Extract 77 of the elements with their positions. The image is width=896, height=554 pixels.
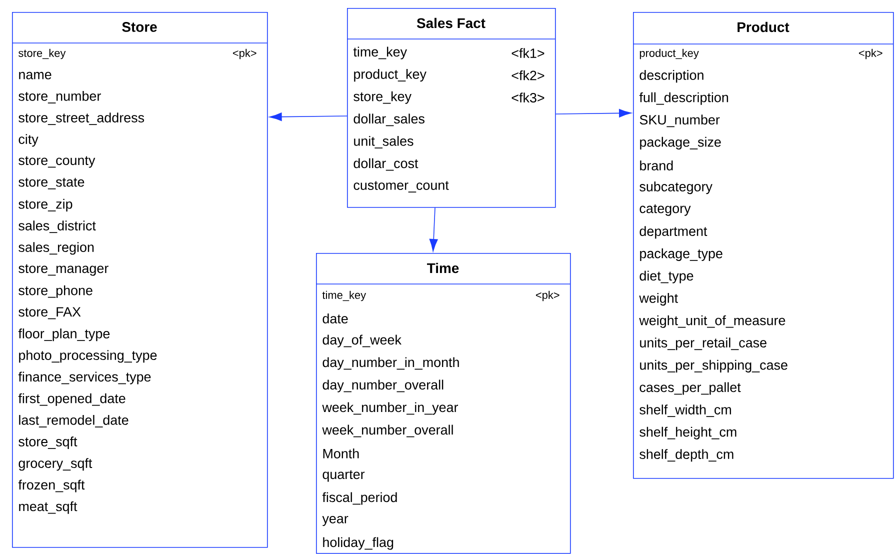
arrow bbox=[269, 112, 348, 122]
table-title: Store bbox=[122, 22, 157, 32]
key-marker: <pk> bbox=[858, 48, 882, 60]
attribute-name: finance_services_type bbox=[18, 372, 151, 384]
attribute-name: store_zip bbox=[18, 198, 72, 212]
entity-table bbox=[12, 12, 268, 548]
attribute-name: store_phone bbox=[18, 285, 92, 298]
attribute-name: time_key bbox=[353, 46, 407, 60]
attribute-name: store_FAX bbox=[18, 307, 81, 320]
attribute-name: first_opened_date bbox=[18, 393, 126, 406]
arrow bbox=[555, 108, 632, 118]
entity-table bbox=[346, 8, 556, 208]
attribute-name: store_number bbox=[18, 90, 101, 104]
table-title: Sales Fact bbox=[416, 18, 486, 28]
attribute-name: store_key bbox=[354, 91, 412, 104]
attribute-name: department bbox=[640, 226, 708, 239]
attribute-name: city bbox=[18, 134, 38, 147]
attribute-name: store_manager bbox=[18, 264, 108, 276]
attribute-name: date bbox=[322, 314, 348, 324]
attribute-name: category bbox=[640, 204, 691, 216]
table-title: Time bbox=[427, 262, 459, 274]
attribute-name: time_key bbox=[322, 290, 366, 302]
attribute-name: week_number_in_year bbox=[322, 402, 458, 415]
attribute-name: week_number_overall bbox=[322, 424, 453, 438]
attribute-name: description bbox=[640, 70, 704, 83]
attribute-name: product_key bbox=[354, 69, 426, 82]
attribute-name: last_remodel_date bbox=[19, 414, 128, 428]
attribute-name: fiscal_period bbox=[322, 492, 397, 505]
attribute-name: year bbox=[322, 516, 348, 526]
attribute-name: sales_region bbox=[18, 242, 94, 255]
attribute-name: day_number_in_month bbox=[322, 357, 459, 370]
entity-table bbox=[632, 12, 894, 479]
attribute-name: product_key bbox=[640, 48, 699, 60]
attribute-name: shelf_depth_cm bbox=[640, 449, 734, 462]
attribute-name: cases_per_pallet bbox=[640, 382, 741, 395]
attribute-name: weight_unit_of_measure bbox=[639, 315, 786, 328]
attribute-name: floor_plan_type bbox=[18, 328, 110, 342]
attribute-name: meat_sqft bbox=[19, 501, 78, 514]
key-marker: <fk2> bbox=[512, 70, 544, 80]
key-marker: <pk> bbox=[536, 290, 560, 302]
attribute-name: grocery_sqft bbox=[18, 458, 92, 471]
attribute-name: SKU_number bbox=[640, 114, 720, 128]
arrow bbox=[429, 207, 438, 252]
attribute-name: full_description bbox=[639, 92, 728, 105]
attribute-name: weight bbox=[639, 293, 678, 306]
attribute-name: name bbox=[19, 72, 52, 80]
attribute-name: quarter bbox=[322, 470, 365, 482]
attribute-name: store_state bbox=[18, 178, 84, 190]
attribute-name: dollar_cost bbox=[354, 158, 418, 171]
attribute-name: customer_count bbox=[354, 181, 449, 192]
attribute-name: frozen_sqft bbox=[18, 480, 85, 492]
key-marker: <fk3> bbox=[512, 92, 544, 103]
attribute-name: unit_sales bbox=[354, 136, 414, 148]
attribute-name: units_per_retail_case bbox=[640, 338, 766, 350]
attribute-name: package_type bbox=[640, 248, 722, 261]
attribute-name: photo_processing_type bbox=[19, 350, 157, 363]
attribute-name: package_size bbox=[640, 136, 721, 150]
attribute-name: diet_type bbox=[640, 270, 694, 284]
entity-table bbox=[316, 252, 571, 554]
attribute-name: subcategory bbox=[640, 182, 712, 194]
attribute-name: day_of_week bbox=[322, 334, 402, 348]
attribute-name: Month bbox=[323, 448, 359, 458]
attribute-name: day_number_overall bbox=[322, 380, 444, 392]
key-marker: <pk> bbox=[232, 48, 256, 60]
key-marker: <fk1> bbox=[512, 48, 544, 58]
attribute-name: brand bbox=[640, 160, 673, 170]
attribute-name: shelf_width_cm bbox=[640, 404, 731, 417]
attribute-name: units_per_shipping_case bbox=[640, 360, 788, 372]
attribute-name: store_street_address bbox=[18, 112, 144, 125]
attribute-name: shelf_height_cm bbox=[640, 426, 736, 440]
attribute-name: dollar_sales bbox=[354, 114, 424, 126]
attribute-name: store_sqft bbox=[18, 436, 78, 450]
attribute-name: sales_district bbox=[18, 220, 96, 233]
table-title: Product bbox=[738, 22, 790, 32]
attribute-name: store_county bbox=[18, 156, 96, 168]
attribute-name: store_key bbox=[18, 48, 66, 60]
attribute-name: holiday_flag bbox=[323, 537, 394, 550]
